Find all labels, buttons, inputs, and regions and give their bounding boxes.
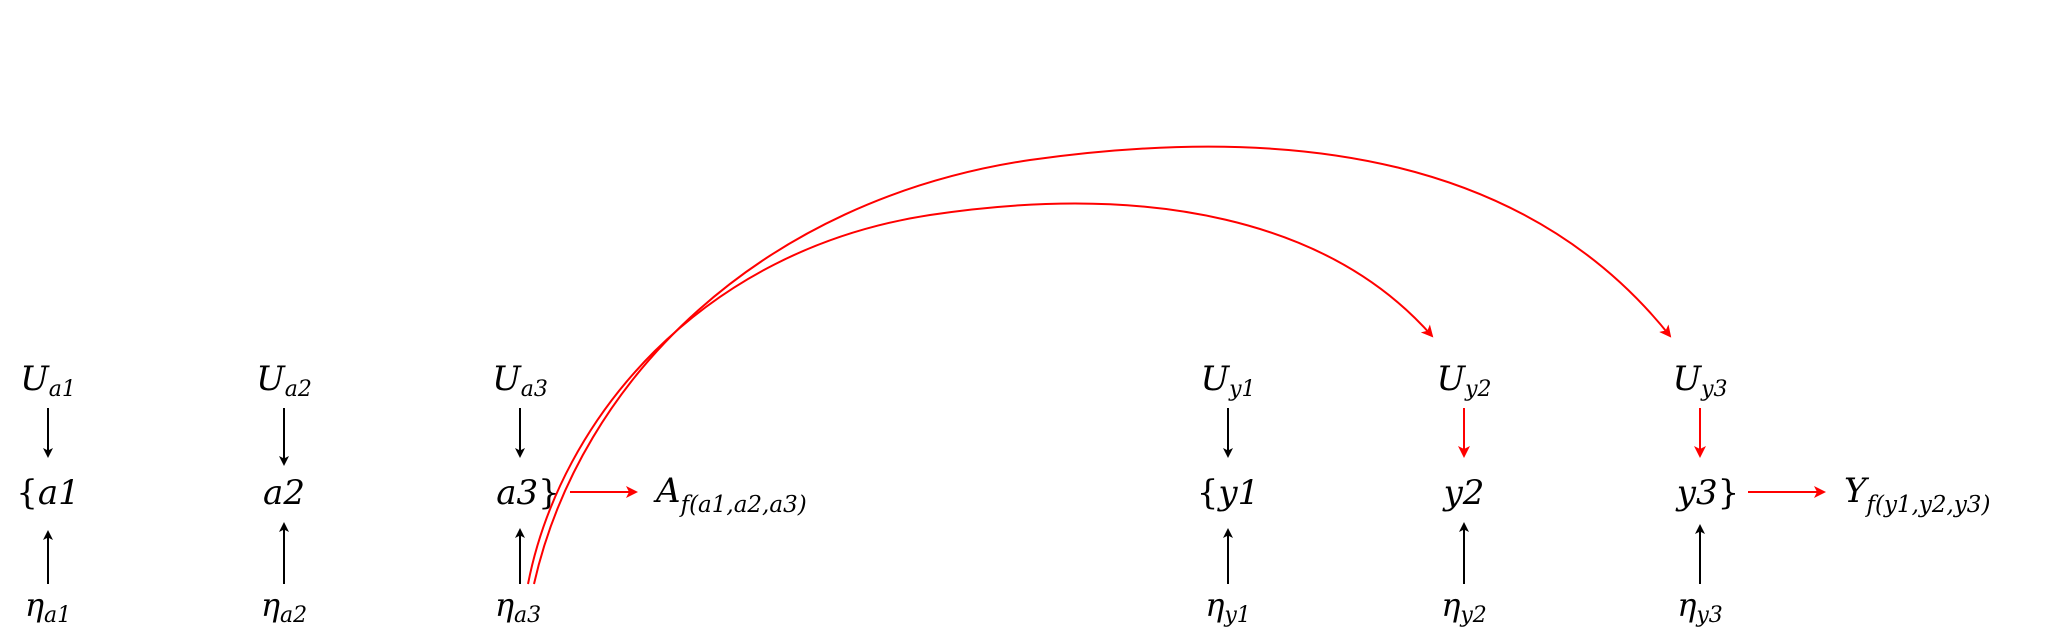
a3-node: a3} <box>496 473 560 513</box>
eta-y1-node: ηy1 <box>1205 586 1251 628</box>
y2-node: y2 <box>1442 473 1485 513</box>
curved-edge-eta-a3-to-u-y3 <box>533 145 1672 585</box>
u-a2-node: Ua2 <box>256 359 312 402</box>
u-y1-node: Uy1 <box>1200 359 1255 402</box>
aggregate-y-node: Yf(y1,y2,y3) <box>1844 471 1990 518</box>
y1-node: {y1 <box>1197 473 1259 513</box>
u-a1-node: Ua1 <box>20 359 76 402</box>
aggregate-a-node: Af(a1,a2,a3) <box>653 471 807 518</box>
eta-a1-node: ηa1 <box>25 586 71 628</box>
eta-y3-node: ηy3 <box>1677 586 1723 628</box>
y3-node: y3} <box>1675 473 1739 513</box>
curved-edge-eta-a3-to-u-y2 <box>527 202 1434 585</box>
eta-a3-node: ηa3 <box>495 586 541 628</box>
u-y3-node: Uy3 <box>1672 359 1727 402</box>
u-a3-node: Ua3 <box>492 359 548 402</box>
a2-node: a2 <box>263 473 305 513</box>
a1-node: {a1 <box>16 473 80 513</box>
eta-y2-node: ηy2 <box>1441 586 1487 628</box>
eta-a2-node: ηa2 <box>261 586 307 628</box>
u-y2-node: Uy2 <box>1436 359 1491 402</box>
